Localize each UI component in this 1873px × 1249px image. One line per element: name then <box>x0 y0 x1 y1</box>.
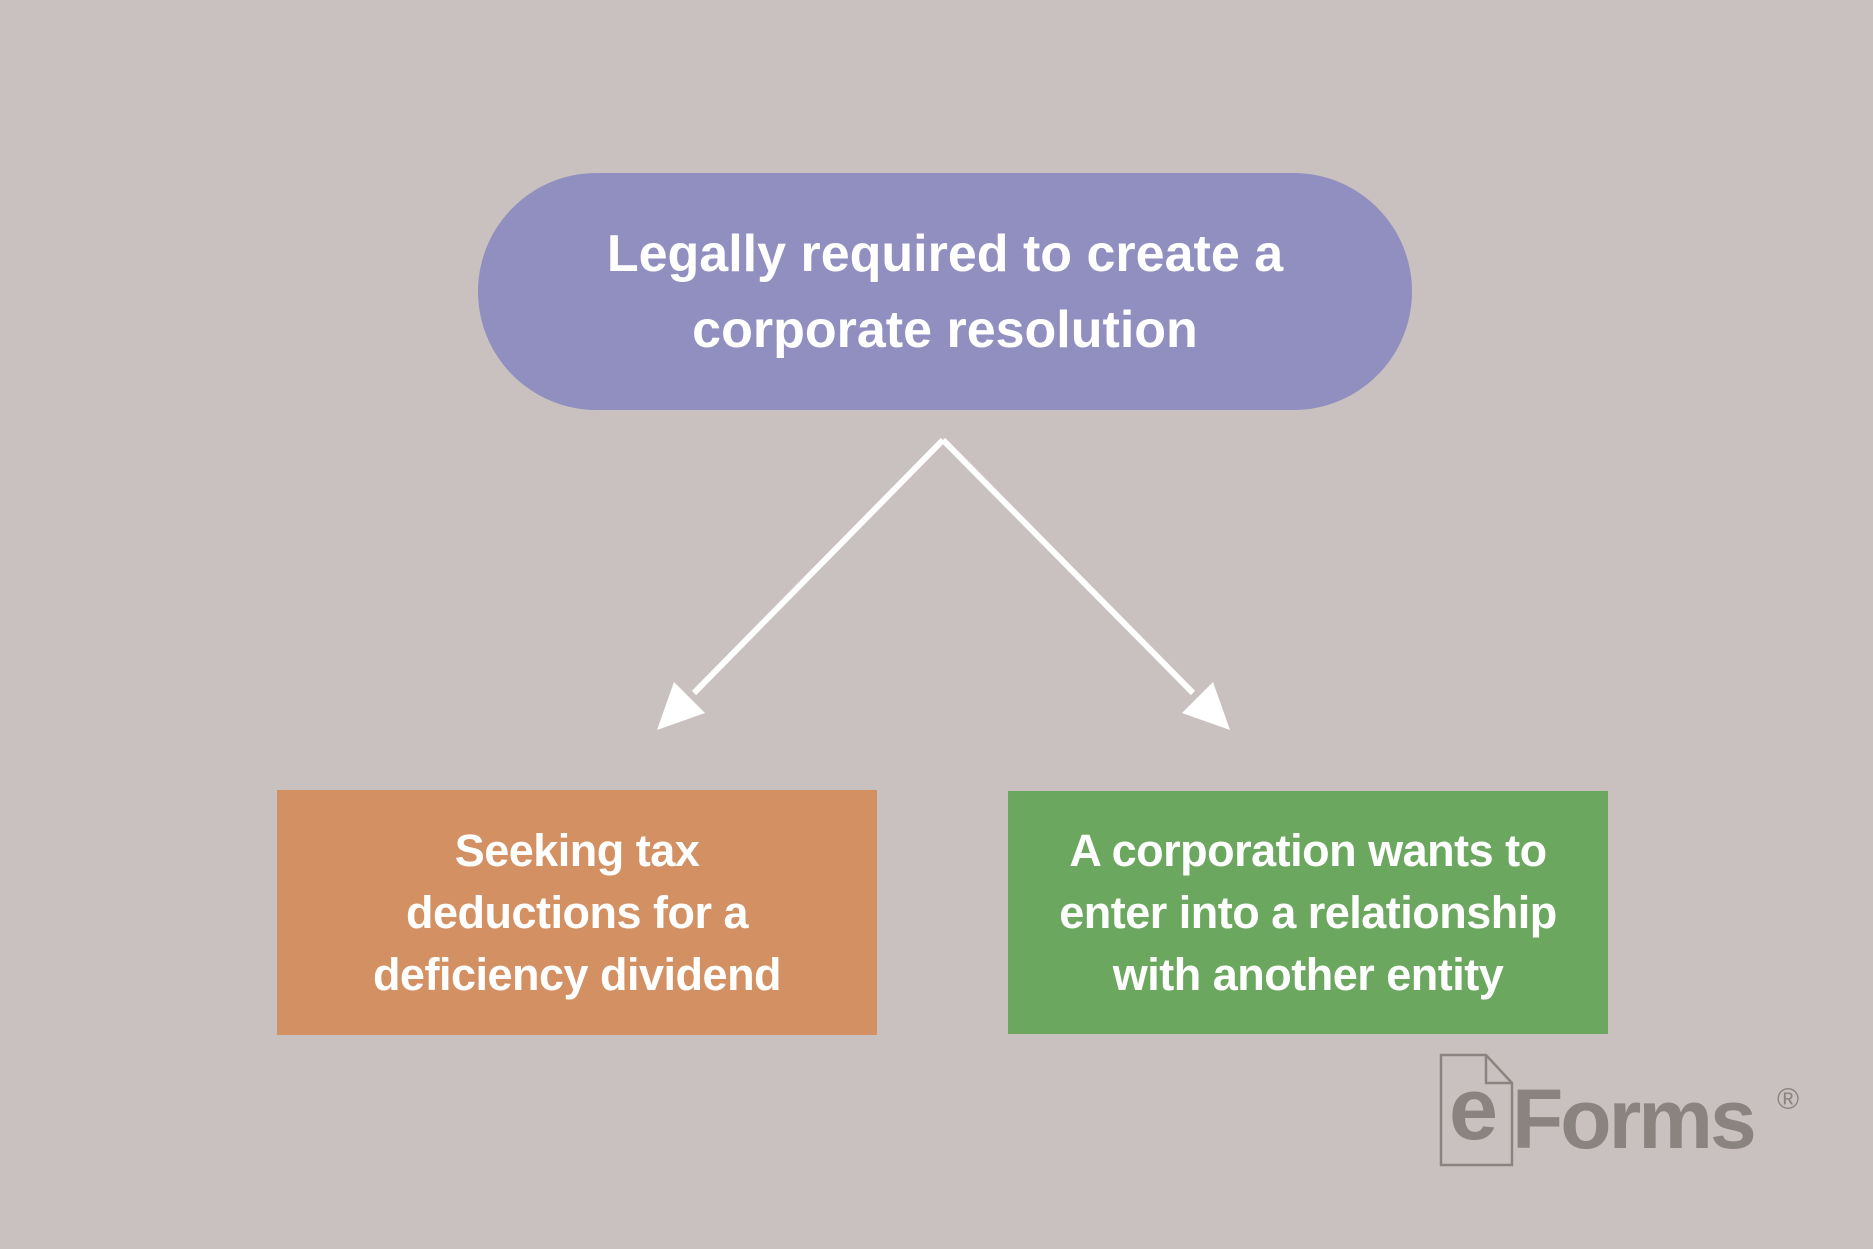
logo-wordmark: Forms <box>1512 1072 1757 1166</box>
left-node: Seeking tax deductions for a deficiency … <box>277 790 877 1035</box>
root-node-label: Legally required to create a corporate r… <box>606 224 1284 359</box>
eforms-logo: e Forms ® <box>1436 1051 1826 1176</box>
document-icon <box>1439 1053 1514 1167</box>
left-node-label: Seeking tax deductions for a deficiency … <box>372 824 782 1000</box>
root-node: Legally required to create a corporate r… <box>478 173 1412 410</box>
logo-letter-e: e <box>1449 1059 1498 1158</box>
right-node: A corporation wants to enter into a rela… <box>1008 791 1608 1034</box>
right-node-label: A corporation wants to enter into a rela… <box>1059 824 1557 1000</box>
left-arrow <box>657 437 946 730</box>
right-arrow <box>940 437 1230 730</box>
registered-trademark-icon: ® <box>1777 1083 1800 1116</box>
